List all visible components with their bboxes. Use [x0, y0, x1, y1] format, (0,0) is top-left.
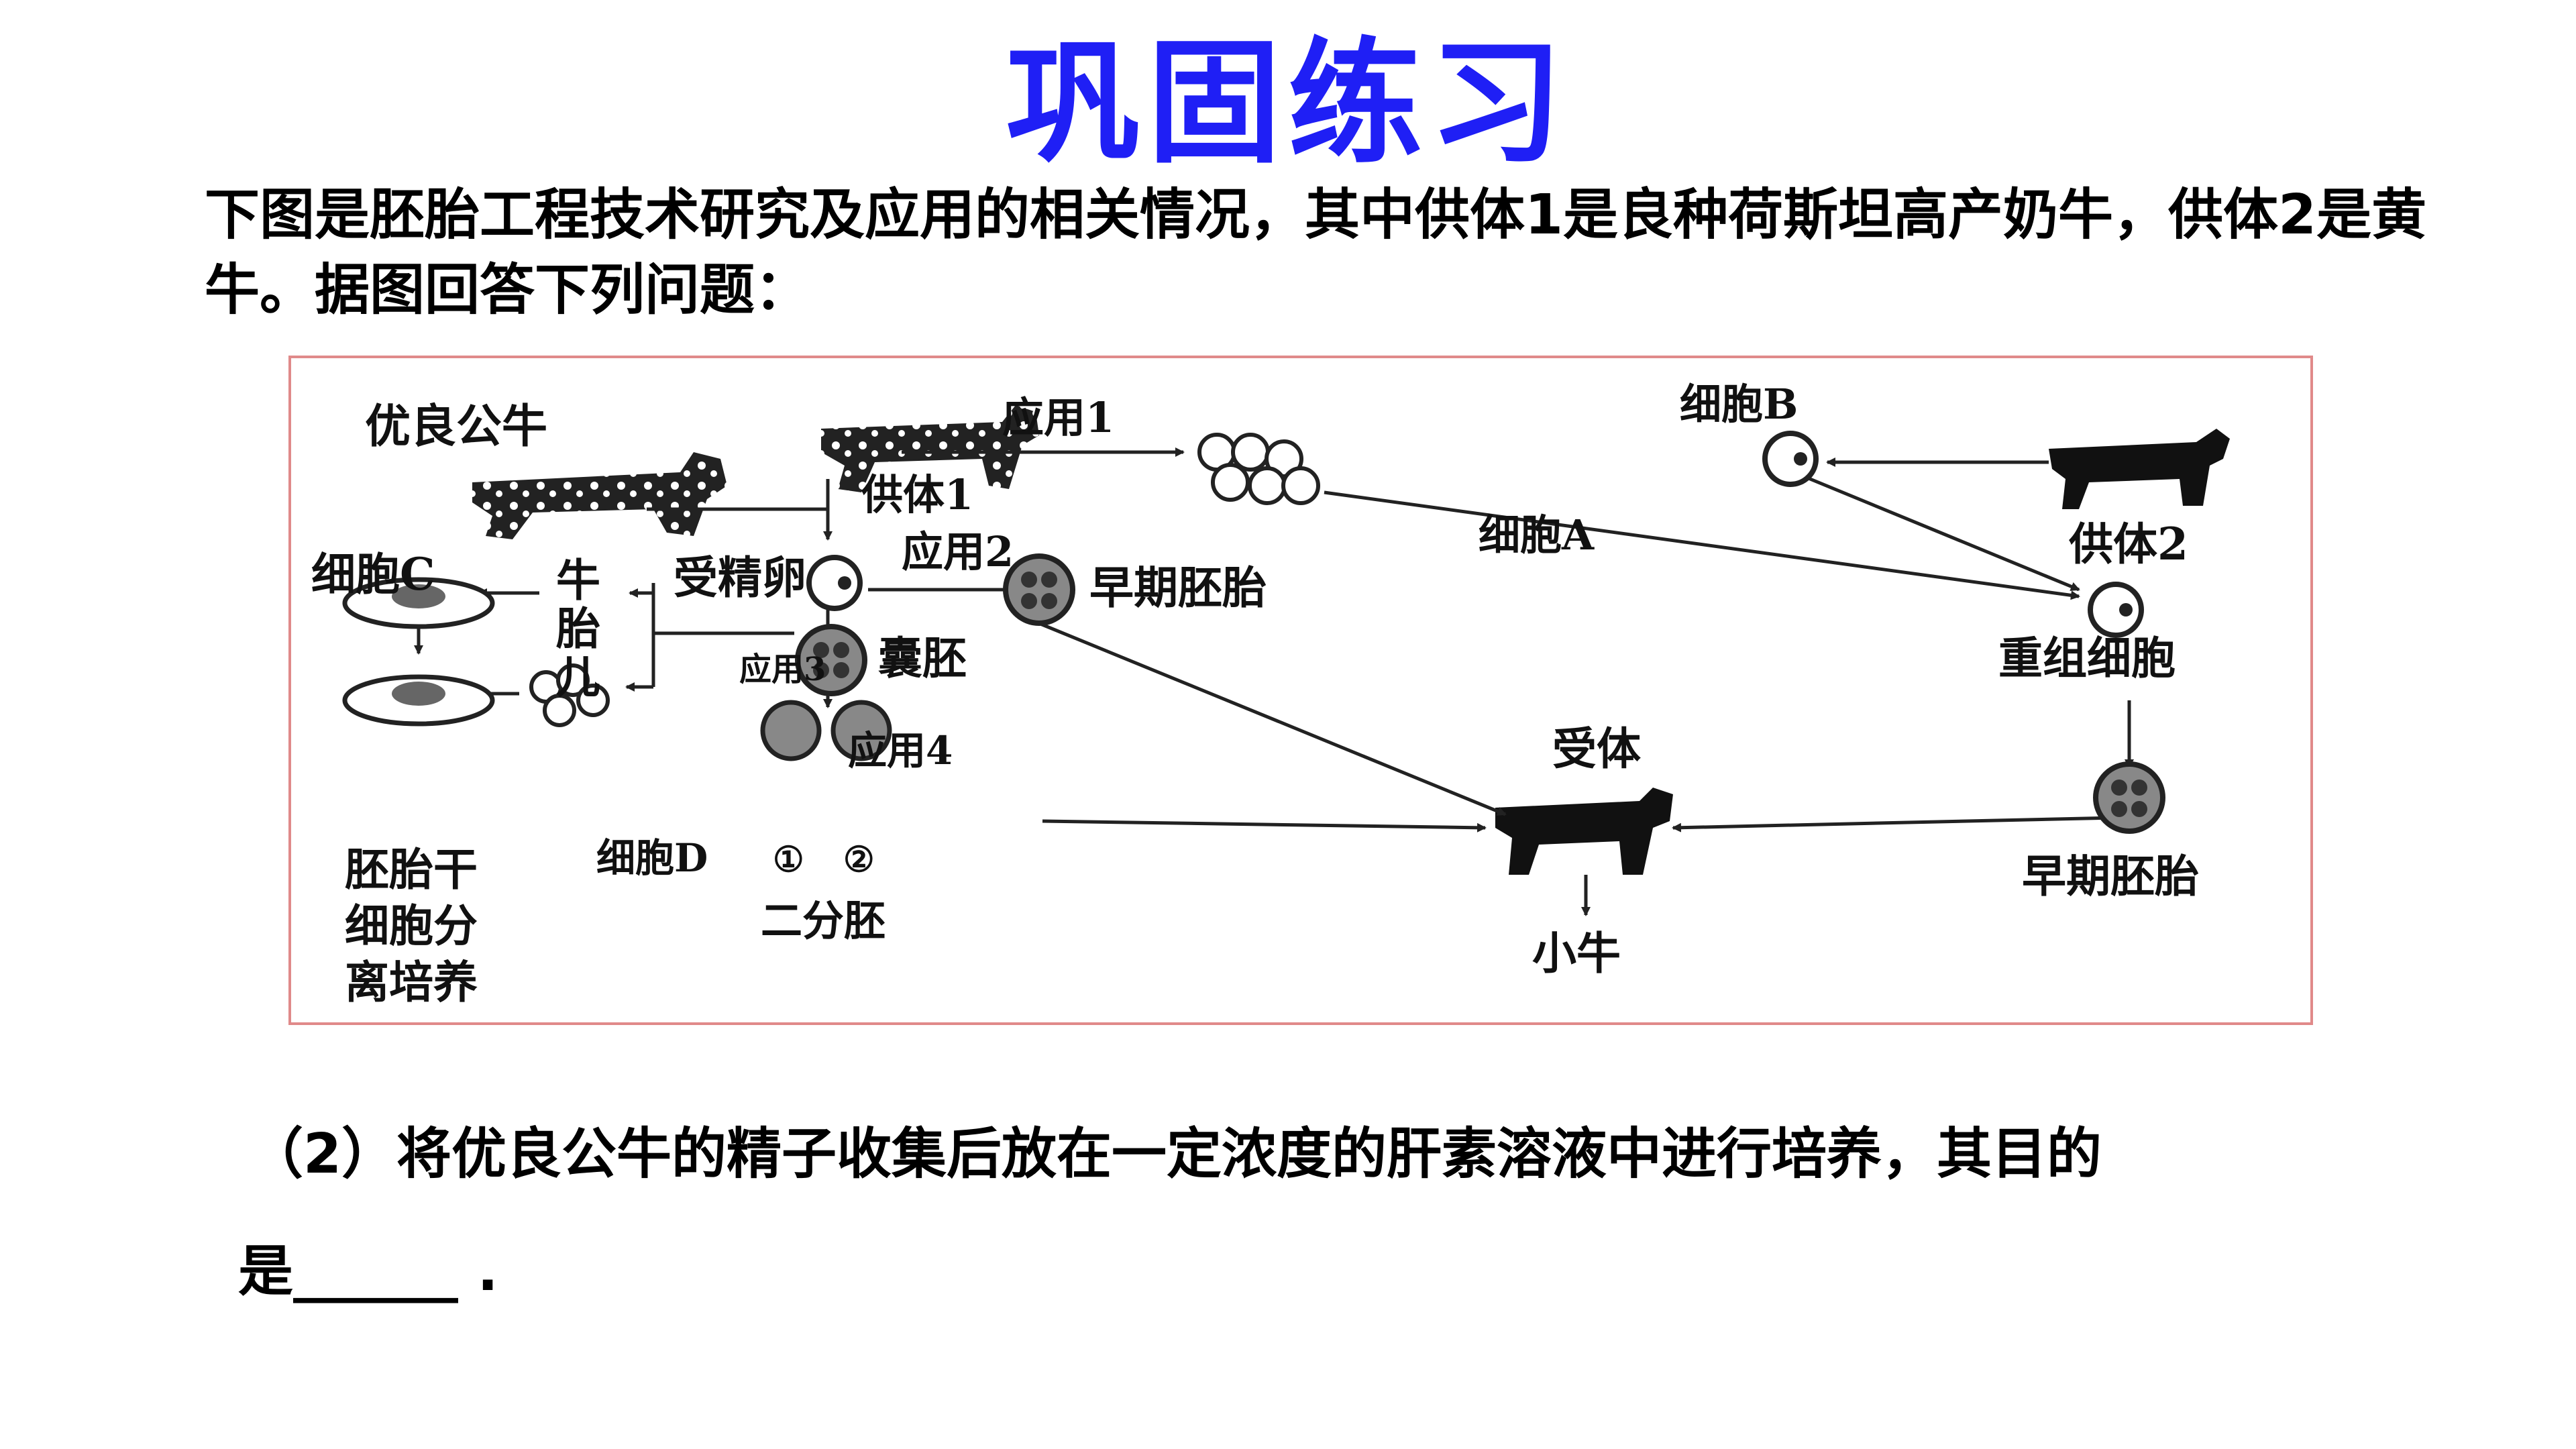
- recombinant-cell-label: 重组细胞: [1998, 632, 2176, 684]
- recipient-label: 受体: [1552, 722, 1641, 775]
- arrow: [1672, 816, 2116, 833]
- early-embryo-label-1: 早期胚胎: [1089, 561, 1267, 614]
- cell-b-label: 细胞B: [1680, 380, 1798, 429]
- arrow: [1042, 819, 1487, 833]
- fertilized-egg-label: 受精卵: [674, 551, 806, 604]
- cell-d-cluster-icon: [529, 663, 610, 727]
- donor2-label: 供体2: [2069, 518, 2188, 570]
- early-embryo-icon: [1003, 553, 1075, 626]
- split-embryo-label: 二分胚: [761, 896, 885, 945]
- fetus-label: 牛胎儿: [556, 554, 600, 703]
- cell-b-icon: [1762, 431, 1819, 487]
- cell-a-cluster-icon: [1197, 433, 1320, 505]
- bull-icon: [472, 452, 727, 539]
- recombinant-cell-icon: [2088, 582, 2144, 638]
- petri-dish-icon: [342, 577, 495, 629]
- app1-label: 应用1: [1002, 393, 1114, 442]
- page-title: 巩固练习: [1006, 25, 1570, 182]
- donor1-cow-icon: [821, 405, 1039, 492]
- split-embryo-icon: [760, 700, 892, 761]
- early-embryo-label-2: 早期胚胎: [2022, 850, 2199, 902]
- donor2-cow-icon: [2049, 429, 2230, 509]
- app2-label: 应用2: [902, 527, 1014, 576]
- blastocyst-icon: [795, 624, 867, 696]
- fertilized-egg-icon: [806, 555, 863, 611]
- embryonic-stem-label: 胚胎干细胞分离培养: [345, 843, 478, 1008]
- answer-blank[interactable]: 是______ .: [238, 1240, 498, 1303]
- cell-d-label: 细胞D: [596, 835, 708, 881]
- question-text: （2）将优良公牛的精子收集后放在一定浓度的肝素溶液中进行培养，其目的: [248, 1122, 2102, 1186]
- petri-dish-icon: [342, 674, 495, 727]
- circled-1-label: ①: [773, 839, 804, 880]
- cell-c-label: 细胞C: [311, 548, 435, 600]
- embryo-engineering-diagram: 优良公牛 供体1 应用1 细胞B 细胞A 供体2 细胞C 受精卵 应用2 早期胚…: [288, 356, 2313, 1025]
- donor1-label: 供体1: [861, 470, 973, 519]
- app4-label: 应用4: [848, 728, 953, 773]
- blastocyst-label: 囊胚: [878, 632, 967, 684]
- bull-label: 优良公牛: [365, 400, 547, 453]
- arrow: [1324, 490, 2080, 600]
- intro-text: 下图是胚胎工程技术研究及应用的相关情况，其中供体1是良种荷斯坦高产奶牛，供体2是…: [205, 183, 2427, 322]
- recipient-cow-icon: [1495, 788, 1673, 875]
- early-embryo-icon: [2093, 761, 2165, 834]
- circled-2-label: ②: [843, 839, 875, 880]
- arrow: [1022, 614, 1507, 816]
- cell-a-label: 细胞A: [1479, 511, 1595, 559]
- app3-label: 应用3: [739, 651, 826, 688]
- calf-label: 小牛: [1532, 927, 1621, 979]
- arrow: [1793, 470, 2080, 592]
